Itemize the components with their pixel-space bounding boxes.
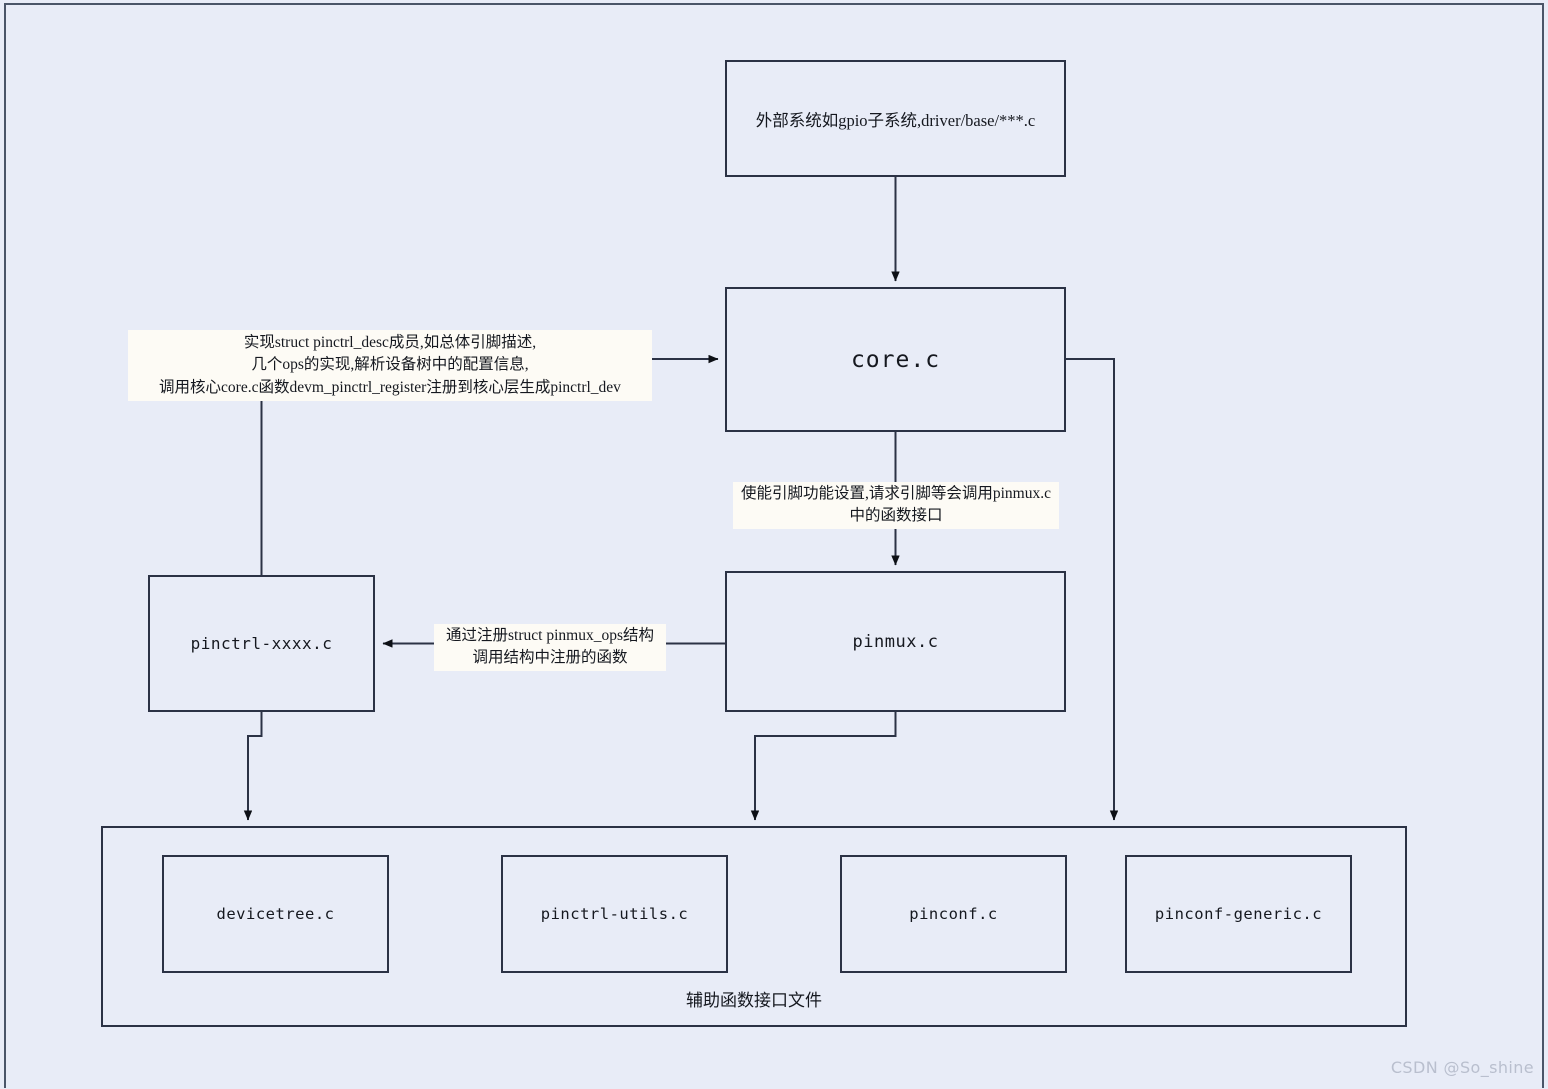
edge-label-core-to-pinmux: 使能引脚功能设置,请求引脚等会调用pinmux.c 中的函数接口 <box>733 482 1059 529</box>
edge-label-implement-desc: 实现struct pinctrl_desc成员,如总体引脚描述, 几个ops的实… <box>128 330 652 402</box>
node-core-c-label: core.c <box>850 346 941 373</box>
node-pinconf-c-label: pinconf.c <box>909 905 998 923</box>
node-pinconf-generic-c-label: pinconf-generic.c <box>1154 905 1323 923</box>
node-pinmux-c[interactable]: pinmux.c <box>725 571 1066 712</box>
node-pinctrl-utils-c-label: pinctrl-utils.c <box>540 905 689 923</box>
node-devicetree-c-label: devicetree.c <box>216 905 335 923</box>
node-pinmux-c-label: pinmux.c <box>852 631 939 652</box>
node-external-system[interactable]: 外部系统如gpio子系统,driver/base/***.c <box>725 60 1066 177</box>
node-pinconf-c[interactable]: pinconf.c <box>840 855 1067 973</box>
node-pinctrl-driver-c-label: pinctrl-xxxx.c <box>190 634 333 653</box>
node-pinconf-generic-c[interactable]: pinconf-generic.c <box>1125 855 1352 973</box>
node-devicetree-c[interactable]: devicetree.c <box>162 855 389 973</box>
node-external-system-label: 外部系统如gpio子系统,driver/base/***.c <box>755 110 1036 130</box>
helper-files-caption: 辅助函数接口文件 <box>686 991 822 1010</box>
node-core-c[interactable]: core.c <box>725 287 1066 432</box>
helper-files-container: devicetree.c pinctrl-utils.c pinconf.c p… <box>101 826 1407 1027</box>
watermark: CSDN @So_shine <box>1390 1058 1534 1077</box>
edge-label-pinmux-to-driver: 通过注册struct pinmux_ops结构 调用结构中注册的函数 <box>434 624 666 671</box>
node-pinctrl-driver-c[interactable]: pinctrl-xxxx.c <box>148 575 375 712</box>
node-pinctrl-utils-c[interactable]: pinctrl-utils.c <box>501 855 728 973</box>
